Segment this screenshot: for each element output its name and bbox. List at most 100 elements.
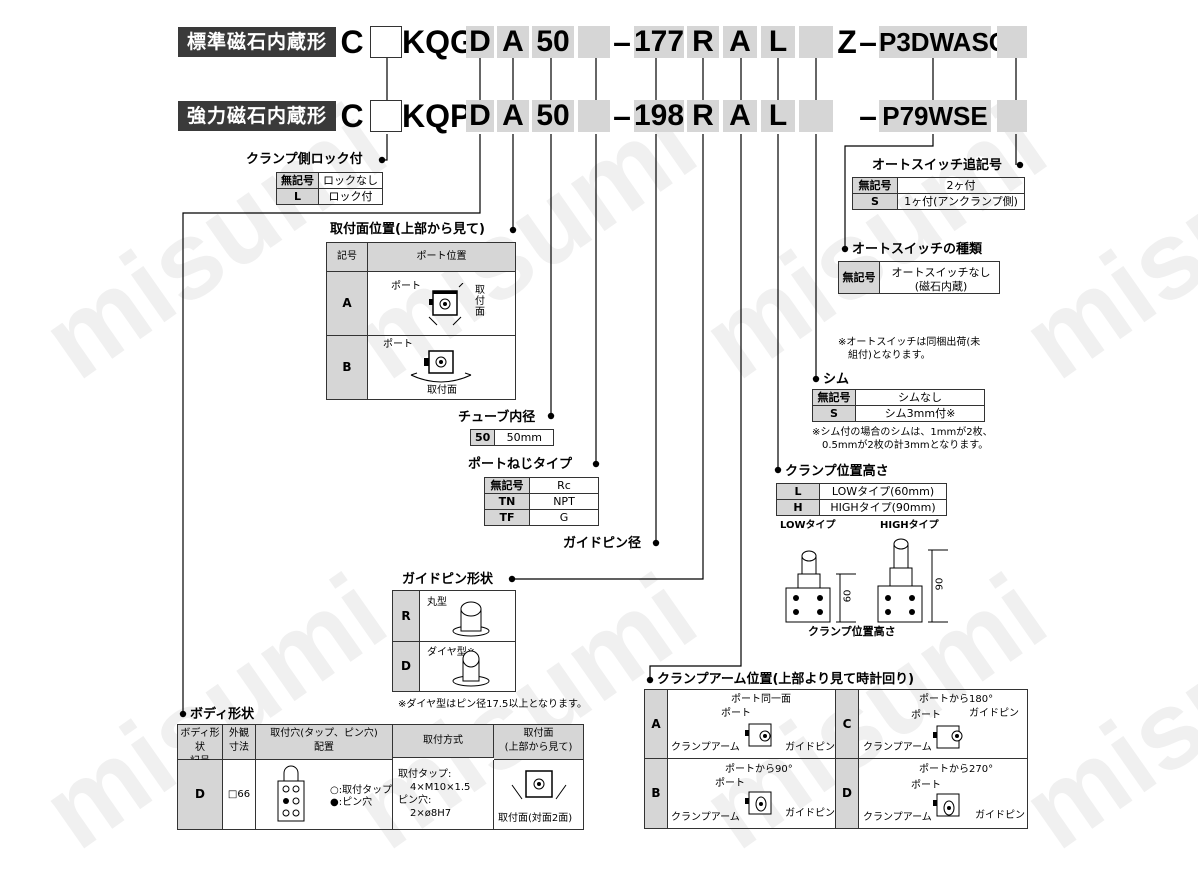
table-cell: 無記号 [812, 389, 856, 406]
code-shim-blank [799, 100, 833, 132]
table-cell: S [852, 193, 898, 210]
round-label: 丸型 [427, 597, 447, 608]
arm-top-label: ポートから270° [919, 764, 994, 775]
code-thread-blank [578, 26, 610, 58]
port-label: ポート [383, 339, 413, 350]
row-key-d: D [178, 760, 223, 829]
port-face-table: 記号 ポート位置 A B ポート 取 付 面 ポート 取付面 [326, 242, 516, 400]
table-cell: ロックなし [318, 172, 383, 189]
shim-note: ※シム付の場合のシムは、1mmが2枚、 [812, 427, 993, 438]
arm-table: A B C D ポート同一面 ポート クランプアーム ガイドピン ポートから18… [644, 689, 1028, 829]
leader-lines [179, 58, 1024, 718]
code-sw-add-blank [997, 100, 1027, 132]
code-dash: – [859, 24, 877, 60]
arm-pin-label: ガイドピン [975, 810, 1025, 821]
code-autoswitch: P3DWASC [879, 26, 1008, 58]
table-cell: 無記号 [852, 177, 898, 194]
code-autoswitch: P79WSE [879, 100, 991, 132]
table-cell: 50mm [494, 429, 555, 446]
code-arm-a: A [723, 26, 757, 58]
arm-pin-label: ガイドピン [785, 742, 835, 753]
port-a-diagram [428, 283, 464, 326]
low-type-label: LOWタイプ [780, 520, 836, 531]
round-pin-icon [452, 601, 490, 637]
arm-port-label: ポート [715, 778, 745, 789]
table-cell: シム3mm付※ [855, 405, 985, 422]
shim-title: シム [823, 372, 850, 387]
diamond-label: ダイヤ型※ [427, 647, 476, 658]
code-blank-box [370, 26, 402, 58]
code-c: C [340, 24, 364, 60]
table-cell: G [529, 509, 599, 526]
table-cell: NPT [529, 493, 599, 510]
diamond-pin-icon [452, 650, 490, 687]
table-cell: 1ヶ付(アンクランプ側) [897, 193, 1025, 210]
table-cell: 50 [469, 429, 496, 446]
mount-method: 4×M10×1.5 [410, 782, 471, 793]
mount-method: ピン穴: [398, 795, 432, 806]
arm-d-diagram [933, 793, 960, 817]
face-label: 取付面 [427, 385, 457, 396]
arm-top-label: ポート同一面 [731, 694, 791, 705]
code-bore-50: 50 [532, 100, 574, 132]
clamp-height-diagram [785, 538, 948, 623]
row-key-c: C [835, 690, 859, 759]
guide-shape-note: ※ダイヤ型はピン径17.5以上となります。 [398, 699, 588, 710]
code-height-l: L [761, 26, 795, 58]
code-series: KQP [402, 98, 472, 134]
arm-pin-label: ガイドピン [785, 808, 835, 819]
code-stroke: 198 [634, 99, 685, 132]
mount-method: 2×ø8H7 [410, 808, 452, 819]
code-series: KQG [402, 24, 475, 60]
code-body-d: D [466, 26, 494, 58]
high-type-label: HIGHタイプ [880, 520, 939, 531]
standard-magnet-tag: 標準磁石内蔵形 [178, 27, 336, 57]
table-cell: (磁石内蔵) [914, 280, 968, 293]
row-key-r: R [393, 591, 420, 642]
arm-arm-label: クランプアーム [671, 812, 740, 823]
shim-note: 0.5mmが2枚の計3mmとなります。 [822, 440, 989, 451]
clamp-lock-title: クランプ側ロック付 [246, 152, 363, 167]
size-cell: □66 [223, 760, 256, 829]
arm-port-label: ポート [911, 780, 941, 791]
code-sw-add-blank [997, 26, 1027, 58]
table-cell: ロック付 [318, 188, 383, 205]
arm-arm-label: クランプアーム [863, 742, 932, 753]
row-key-d: D [393, 642, 420, 691]
table-cell: Rc [529, 477, 599, 494]
port-face-title: 取付面位置(上部から見て) [330, 222, 485, 237]
mount-face-diagram [511, 770, 567, 800]
row-key-a: A [327, 272, 368, 336]
legend-tap: ○:取付タップ [330, 785, 393, 796]
table-cell: 無記号 [839, 262, 880, 293]
code-blank-box [370, 100, 402, 132]
bore-title: チューブ内径 [458, 410, 536, 425]
mount-method: 取付タップ: [398, 769, 452, 780]
port-label: ポート [391, 281, 421, 292]
sw-type-title: オートスイッチの種類 [852, 242, 983, 257]
table-cell: 2ヶ付 [897, 177, 1025, 194]
code-guide-r: R [687, 100, 719, 132]
arm-b-diagram [745, 791, 772, 815]
code-height-l: L [761, 100, 795, 132]
header-cell: ボディ形状 記号 [178, 725, 223, 767]
dim-low: 60 [842, 589, 854, 603]
arm-top-label: ポートから90° [725, 764, 793, 775]
clamp-height-caption: クランプ位置高さ [808, 625, 896, 638]
arm-arm-label: クランプアーム [863, 812, 932, 823]
arm-port-label: ポート [721, 708, 751, 719]
code-arm-a: A [723, 100, 757, 132]
clamp-height-title: クランプ位置高さ [785, 464, 889, 479]
row-key-d: D [835, 759, 859, 828]
row-key-b: B [327, 336, 368, 399]
guide-dia-title: ガイドピン径 [563, 536, 642, 551]
code-c: C [340, 98, 364, 134]
code-dash: – [613, 24, 631, 60]
port-b-diagram [410, 350, 472, 383]
arm-title: クランプアーム位置(上部より見て時計回り) [657, 672, 915, 687]
sw-type-note: 組付)となります。 [848, 350, 931, 361]
